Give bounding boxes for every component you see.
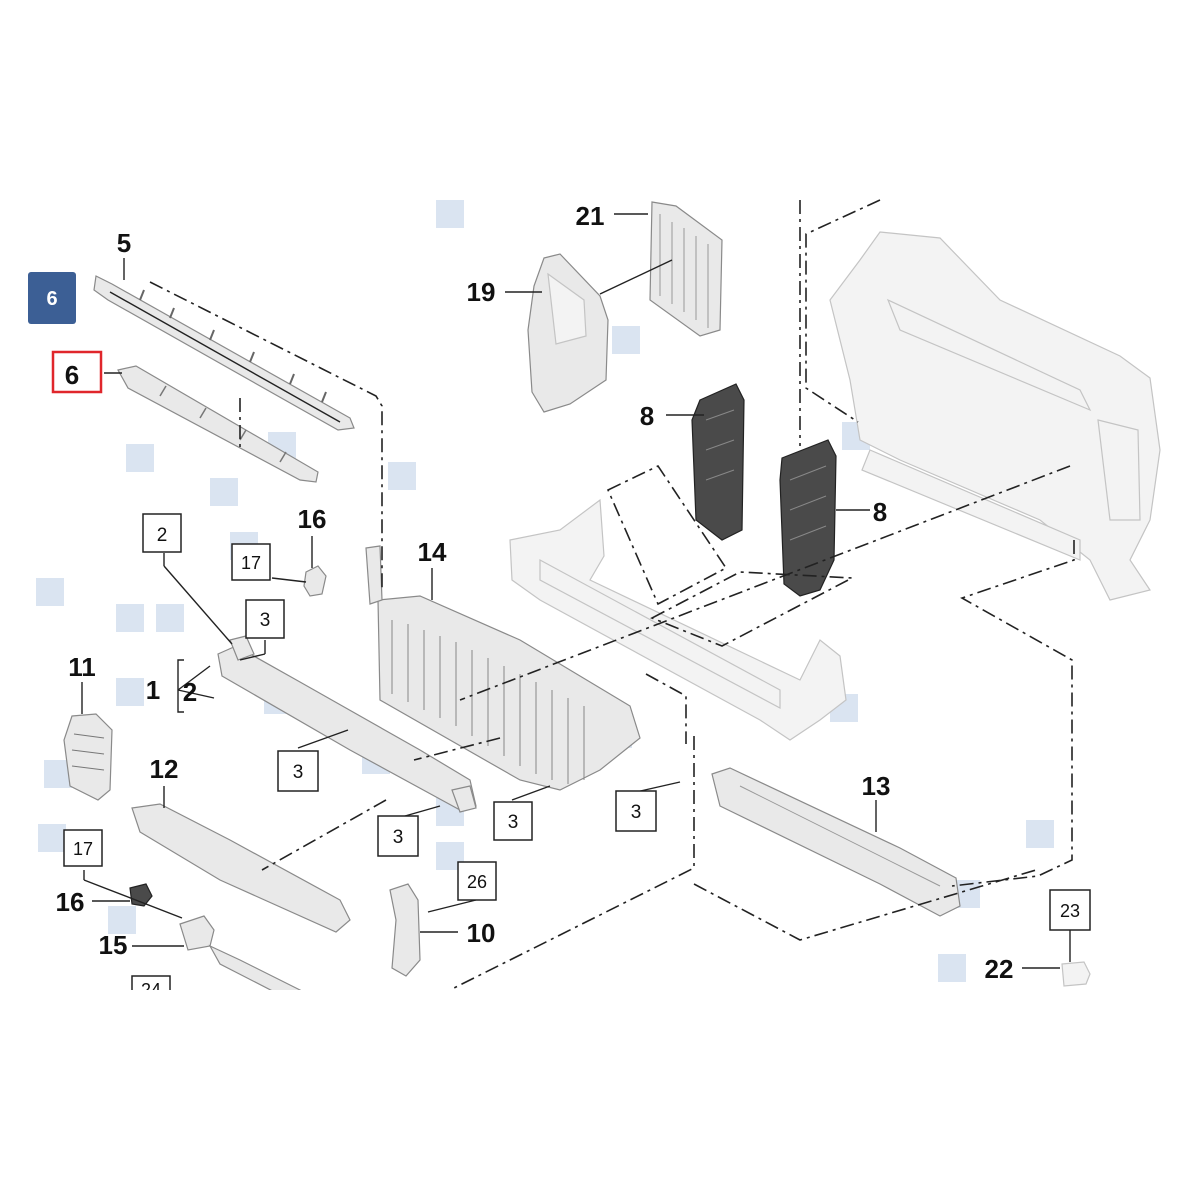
callout-2-bracket: 2 [183,677,197,707]
boxed-callout-2: 2 [157,525,168,546]
callout-15: 15 [99,930,128,960]
callout-6: 6 [65,360,79,390]
part-12-front-trim [131,803,351,933]
callout-16-upper: 16 [298,504,327,534]
part-14-grille-shutter [365,545,641,791]
part-15-holder [179,915,302,1001]
boxed-callout-labels: 2 17 3 3 3 3 3 17 26 23 24 [73,525,1080,1000]
boxed-callout-3-a: 3 [260,610,271,631]
callout-13: 13 [862,771,891,801]
part-8-left-air-guide [691,383,745,541]
boxed-callout-23: 23 [1060,901,1080,921]
callout-8-right: 8 [873,497,887,527]
callout-labels: 5 6 21 19 8 8 16 14 11 1 2 12 13 16 15 1… [56,201,1014,984]
part-11-side-grille [63,713,113,801]
boxed-callout-17-lower: 17 [73,839,93,859]
callout-19: 19 [467,277,496,307]
boxed-callout-17-upper: 17 [241,553,261,573]
callout-12: 12 [150,754,179,784]
part-6-lower-strip [117,365,319,483]
part-21-radiator [649,201,723,337]
part-2-bracket-rail [217,635,477,813]
boxed-callout-3-c: 3 [393,827,404,848]
boxed-callout-3-e: 3 [631,802,642,823]
boxed-callout-3-d: 3 [508,812,519,833]
watermark-squares [36,200,1054,982]
bottom-crop [0,990,1200,1200]
leader-lines [81,213,1071,969]
part-22-connector [1061,961,1091,987]
callout-8-left: 8 [640,401,654,431]
part-19-air-duct [527,253,609,413]
dash-dot-lines [149,199,1075,991]
boxed-callout-3-b: 3 [293,762,304,783]
part-bumper-beam [509,498,847,741]
callout-10: 10 [467,918,496,948]
callout-21: 21 [576,201,605,231]
callout-5: 5 [117,228,131,258]
part-8-right-air-guide [779,439,837,597]
highlight-frame [51,350,103,394]
part-5-upper-strip [93,275,355,431]
page-badge: 6 [28,272,76,324]
part-13-underbody-panel [711,767,961,917]
part-16-upper-sensor [303,565,327,597]
callout-16-lower: 16 [56,887,85,917]
page-badge-label: 6 [46,288,57,310]
callout-22: 22 [985,954,1014,984]
part-front-carrier-frame [829,231,1161,601]
boxed-callouts [63,513,1091,999]
callout-11: 11 [68,652,96,682]
boxed-callout-26: 26 [467,872,487,892]
callout-1: 1 [146,675,160,705]
part-10-side-bracket [389,883,421,977]
callout-14: 14 [418,537,447,567]
